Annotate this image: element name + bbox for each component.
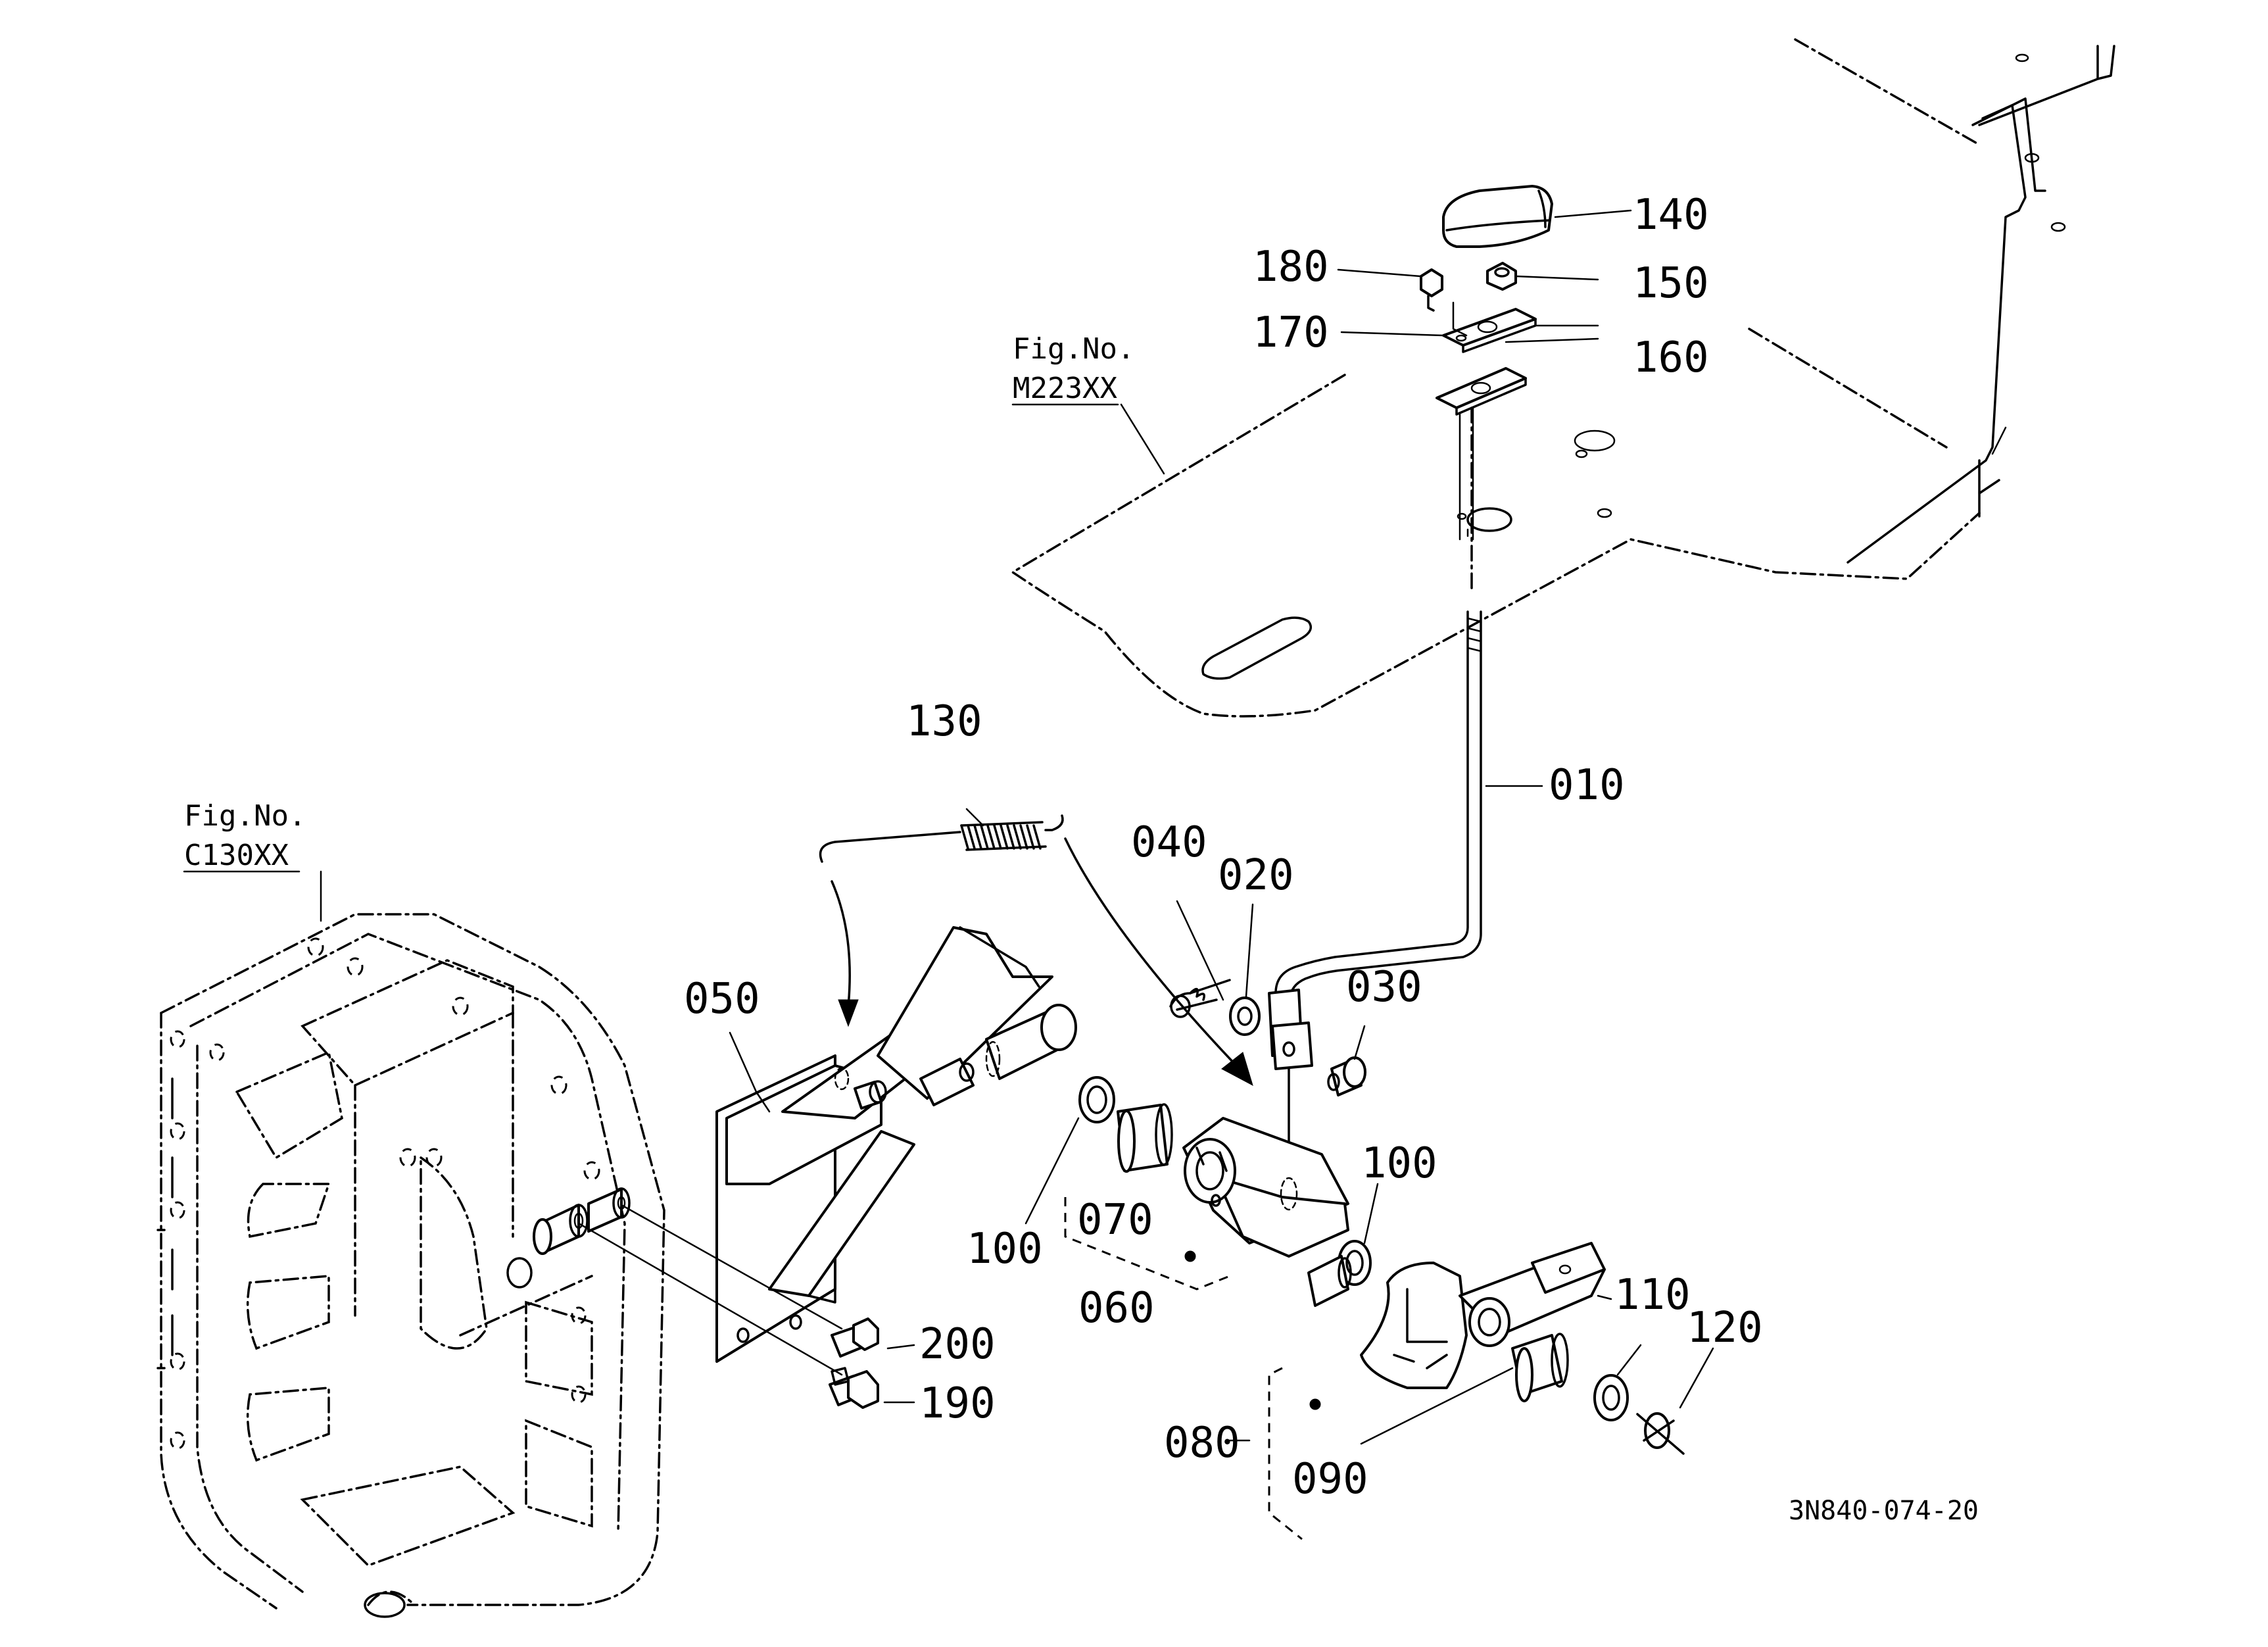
callout-090: 090: [1292, 1455, 1368, 1504]
fasteners: [577, 979, 1366, 1409]
callout-200: 180: [1253, 243, 1329, 291]
control-rod: [1268, 406, 1482, 1244]
plate-bracket: [715, 926, 1077, 1363]
callout-120: 120: [1687, 1304, 1763, 1352]
ref-panel-code: M223XX: [1013, 372, 1117, 405]
callout-180: 160: [1633, 333, 1709, 382]
drawing-code: 3N840-074-20: [1789, 1496, 1979, 1526]
floor-panel: [1010, 38, 2115, 718]
callout-040: 040: [1131, 818, 1207, 867]
ref-panel-label: Fig.No.: [1013, 332, 1134, 366]
spring: [819, 814, 1253, 1087]
ref-transmission-code: C130XX: [184, 839, 289, 872]
transmission-case: [157, 913, 665, 1618]
callout-050: 050: [684, 975, 760, 1023]
leader-lines: [183, 209, 1714, 1445]
ref-transmission-label: Fig.No.: [184, 799, 306, 833]
callout-100-right: 100: [1361, 1139, 1437, 1188]
callout-170: 150: [1633, 259, 1709, 308]
callout-140: 190: [919, 1379, 996, 1428]
callout-labels: 140 150 160 170 180 010 040 020 030 130 …: [684, 191, 1763, 1504]
brake-arm: [1064, 1076, 1372, 1291]
callout-010: 010: [1549, 761, 1625, 810]
callout-160: 140: [1633, 191, 1709, 239]
lever-knob: [1420, 185, 1553, 541]
callout-110: 110: [1614, 1271, 1691, 1319]
callout-190: 170: [1253, 308, 1329, 357]
callout-080: 080: [1164, 1419, 1240, 1467]
callout-150: 200: [919, 1320, 996, 1369]
callout-070: 070: [1077, 1196, 1153, 1244]
callout-130: 130: [906, 697, 982, 746]
callout-100-left: 100: [967, 1225, 1043, 1273]
callout-020: 020: [1218, 851, 1294, 900]
figure-references: Fig.No. C130XX Fig.No. M223XX: [184, 332, 1134, 872]
cam-plate: [1268, 1242, 1685, 1540]
callout-030: 030: [1346, 963, 1422, 1012]
callout-060: 060: [1078, 1284, 1155, 1333]
